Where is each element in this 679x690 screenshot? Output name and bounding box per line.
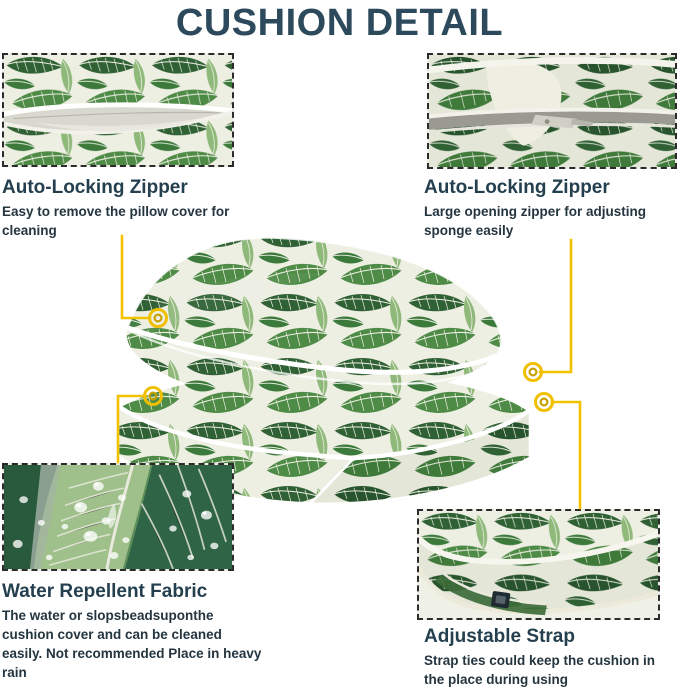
page-title: CUSHION DETAIL: [175, 2, 504, 44]
feature-description: Strap ties could keep the cushion in the…: [424, 653, 656, 687]
photo-panel-adjustable-strap: [417, 509, 660, 620]
back-pillow: [125, 236, 503, 406]
feature-title: Adjustable Strap: [424, 626, 575, 647]
feature-bottom-right: Adjustable Strap Strap ties could keep t…: [424, 625, 676, 689]
feature-description: Large opening zipper for adjusting spong…: [424, 204, 647, 238]
photo-adjustable-strap: [419, 511, 658, 618]
photo-seat-zipper: [429, 55, 675, 167]
photo-water-repellent: [4, 465, 232, 569]
photo-pillow-zipper: [4, 55, 232, 165]
callout-line-adjustable-strap: [550, 400, 582, 510]
photo-panel-pillow-zipper: [2, 53, 234, 167]
feature-title: Water Repellent Fabric: [2, 581, 208, 602]
photo-panel-seat-zipper: [427, 53, 677, 169]
photo-panel-water-repellent: [2, 463, 234, 571]
feature-title: Auto-Locking Zipper: [2, 177, 188, 198]
feature-description: The water or slopsbeadsuponthe cushion c…: [2, 608, 262, 680]
feature-title: Auto-Locking Zipper: [424, 177, 610, 198]
feature-top-right: Auto-Locking Zipper Large opening zipper…: [424, 176, 676, 240]
feature-top-left: Auto-Locking Zipper Easy to remove the p…: [2, 176, 252, 240]
feature-description: Easy to remove the pillow cover for clea…: [2, 204, 230, 238]
feature-bottom-left: Water Repellent Fabric The water or slop…: [2, 580, 262, 682]
